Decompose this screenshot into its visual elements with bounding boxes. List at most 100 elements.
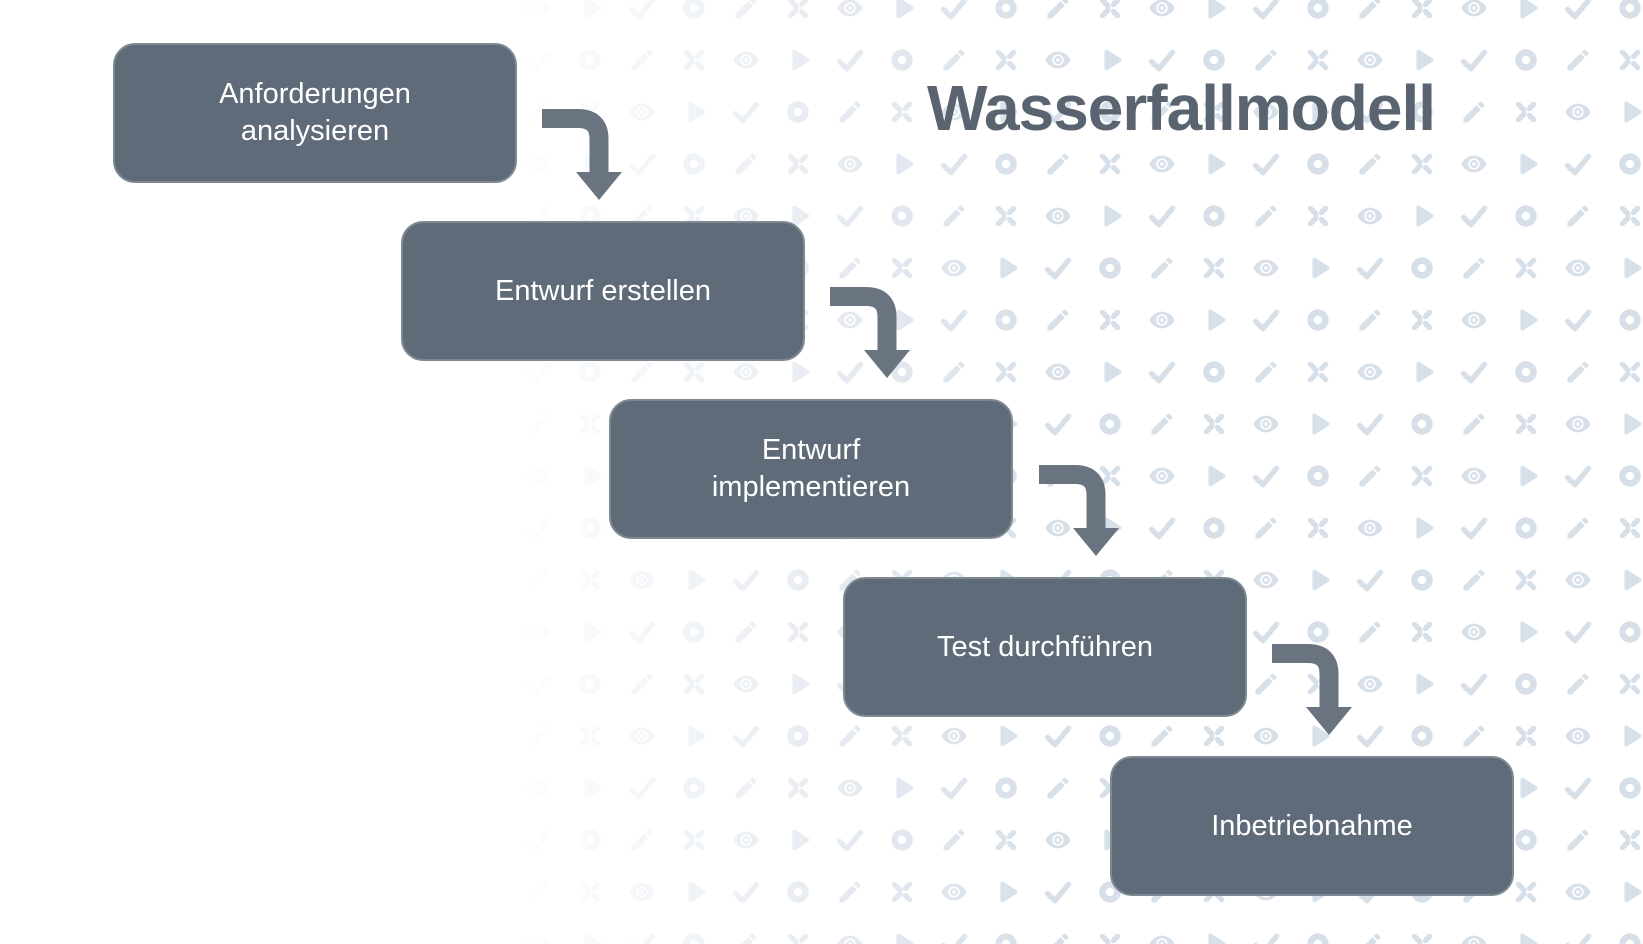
play-icon — [368, 566, 396, 594]
check-icon — [1460, 46, 1488, 74]
pencil-icon — [212, 410, 240, 438]
pencil-icon — [524, 566, 552, 594]
design-tools-icon — [1616, 358, 1643, 386]
play-icon — [264, 0, 292, 22]
play-icon — [264, 618, 292, 646]
check-icon — [1252, 618, 1280, 646]
eye-icon — [628, 98, 656, 126]
design-tools-icon — [992, 358, 1020, 386]
design-tools-icon — [160, 306, 188, 334]
play-icon — [1096, 358, 1124, 386]
pencil-icon — [1148, 410, 1176, 438]
check-icon — [1460, 514, 1488, 542]
play-icon — [1200, 930, 1228, 944]
donut-icon — [56, 0, 84, 22]
donut-icon — [1408, 566, 1436, 594]
check-icon — [1460, 670, 1488, 698]
check-icon — [108, 566, 136, 594]
pencil-icon — [1564, 670, 1592, 698]
donut-icon — [680, 618, 708, 646]
design-tools-icon — [56, 514, 84, 542]
pencil-icon — [4, 358, 32, 386]
design-tools-icon — [472, 0, 500, 22]
check-icon — [1148, 202, 1176, 230]
donut-icon — [1200, 514, 1228, 542]
eye-icon — [1044, 46, 1072, 74]
eye-icon — [940, 722, 968, 750]
play-icon — [784, 670, 812, 698]
donut-icon — [992, 306, 1020, 334]
check-icon — [940, 306, 968, 334]
design-tools-icon — [680, 358, 708, 386]
eye-icon — [4, 410, 32, 438]
play-icon — [160, 826, 188, 854]
eye-icon — [732, 358, 760, 386]
check-icon — [524, 46, 552, 74]
check-icon — [628, 930, 656, 944]
check-icon — [1564, 462, 1592, 490]
design-tools-icon — [1616, 514, 1643, 542]
check-icon — [1044, 878, 1072, 906]
eye-icon — [628, 566, 656, 594]
donut-icon — [784, 98, 812, 126]
check-icon — [108, 254, 136, 282]
design-tools-icon — [888, 722, 916, 750]
pencil-icon — [212, 878, 240, 906]
check-icon — [316, 306, 344, 334]
eye-icon — [108, 826, 136, 854]
pencil-icon — [420, 0, 448, 22]
play-icon — [1616, 98, 1643, 126]
donut-icon — [992, 0, 1020, 22]
donut-icon — [160, 410, 188, 438]
check-icon — [316, 462, 344, 490]
design-tools-icon — [1512, 410, 1540, 438]
donut-icon — [1200, 202, 1228, 230]
pencil-icon — [4, 46, 32, 74]
play-icon — [1200, 306, 1228, 334]
play-icon — [1408, 202, 1436, 230]
check-icon — [628, 0, 656, 22]
design-tools-icon — [1616, 202, 1643, 230]
play-icon — [1512, 306, 1540, 334]
check-icon — [1564, 306, 1592, 334]
pencil-icon — [4, 202, 32, 230]
check-icon — [1148, 358, 1176, 386]
pencil-icon — [212, 722, 240, 750]
donut-icon — [784, 878, 812, 906]
play-icon — [160, 358, 188, 386]
play-icon — [784, 46, 812, 74]
design-tools-icon — [1096, 930, 1124, 944]
design-tools-icon — [368, 514, 396, 542]
play-icon — [1304, 566, 1332, 594]
donut-icon — [1304, 930, 1332, 944]
pencil-icon — [1460, 254, 1488, 282]
play-icon — [680, 98, 708, 126]
eye-icon — [1564, 566, 1592, 594]
play-icon — [888, 0, 916, 22]
arrow-shaft — [830, 287, 897, 353]
eye-icon — [1148, 0, 1176, 22]
eye-icon — [732, 826, 760, 854]
check-icon — [1148, 514, 1176, 542]
check-icon — [1148, 46, 1176, 74]
design-tools-icon — [160, 930, 188, 944]
arrow-shaft — [1272, 644, 1339, 710]
donut-icon — [992, 150, 1020, 178]
pencil-icon — [316, 514, 344, 542]
eye-icon — [1252, 566, 1280, 594]
play-icon — [56, 410, 84, 438]
design-tools-icon — [1304, 46, 1332, 74]
pencil-icon — [108, 0, 136, 22]
check-icon — [316, 930, 344, 944]
play-icon — [576, 618, 604, 646]
play-icon — [1616, 410, 1643, 438]
design-tools-icon — [784, 0, 812, 22]
donut-icon — [160, 878, 188, 906]
eye-icon — [1460, 0, 1488, 22]
design-tools-icon — [1512, 722, 1540, 750]
pencil-icon — [1356, 306, 1384, 334]
check-icon — [940, 930, 968, 944]
check-icon — [628, 150, 656, 178]
donut-icon — [888, 202, 916, 230]
check-icon — [420, 410, 448, 438]
